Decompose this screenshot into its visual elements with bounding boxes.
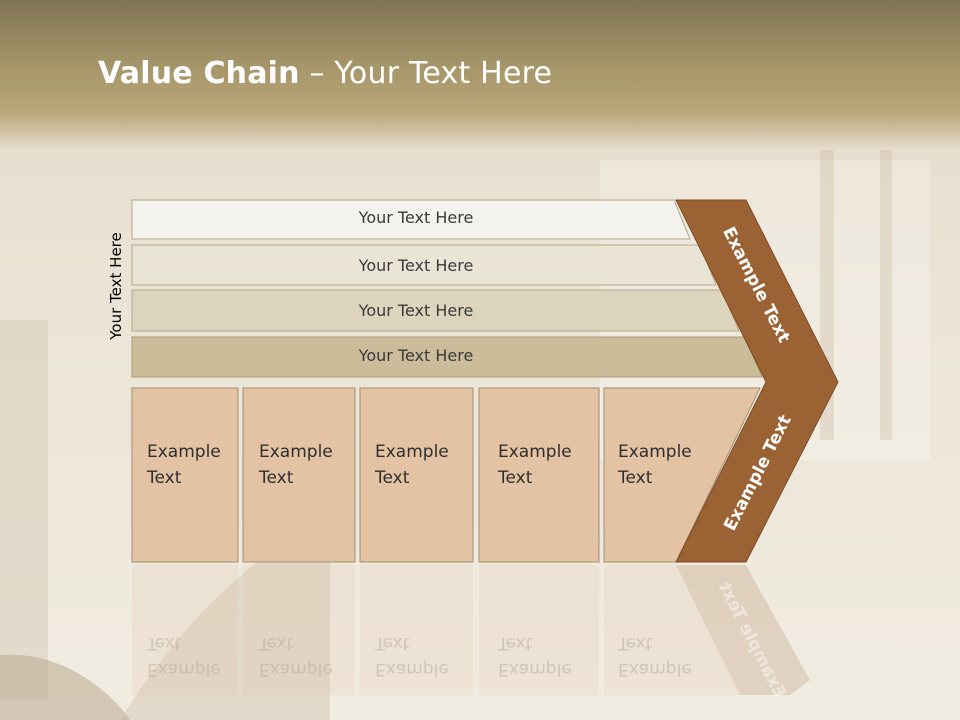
box-line-2: Text [375,468,410,488]
row-bar-3 [131,289,740,332]
box-line-1: Example [259,659,333,679]
activity-box-label: Example Text [375,439,449,491]
row-label-2: Your Text Here [358,256,474,275]
box-reflection [604,565,740,695]
reflection-group [132,565,810,695]
row-label-4: Your Text Here [358,346,474,365]
box-line-1: Example [618,659,692,679]
activity-box-label-reflection: Example Text [375,630,449,682]
row-label-3: Your Text Here [358,301,474,320]
box-line-1: Example [147,659,221,679]
box-line-2: Text [147,468,182,488]
box-line-2: Text [498,468,533,488]
title-rest: – Your Text Here [299,56,553,91]
activity-box-label: Example Text [147,439,221,491]
box-line-2: Text [375,633,410,653]
activity-box-3 [359,387,474,563]
box-line-1: Example [147,442,221,462]
slide-title: Value Chain – Your Text Here [98,56,552,91]
row-label-1: Your Text Here [358,208,474,227]
title-bold: Value Chain [98,56,300,91]
activity-box-label-reflection: Example Text [618,630,692,682]
activity-box-4 [478,387,600,563]
box-line-2: Text [147,633,182,653]
box-line-1: Example [498,659,572,679]
row-bar-1 [131,199,691,240]
box-line-2: Text [498,633,533,653]
box-line-1: Example [375,442,449,462]
box-line-1: Example [618,442,692,462]
box-line-1: Example [259,442,333,462]
box-reflection [479,565,599,695]
chevron-reflection [676,565,810,695]
activity-box-label: Example Text [259,439,333,491]
box-reflection [132,565,238,695]
box-reflection [243,565,355,695]
activity-box-1 [131,387,239,563]
box-line-2: Text [259,633,294,653]
box-line-1: Example [498,442,572,462]
box-line-2: Text [618,468,653,488]
header-band [0,0,960,150]
box-reflection [360,565,473,695]
box-line-2: Text [618,633,653,653]
box-line-1: Example [375,659,449,679]
activity-box-label: Example Text [498,439,572,491]
activity-box-label-reflection: Example Text [147,630,221,682]
row-bar-2 [131,244,717,286]
box-line-2: Text [259,468,294,488]
activity-box-label: Example Text [618,439,692,491]
row-bar-4 [131,336,763,378]
background-wall-panel [0,320,48,700]
activity-box-label-reflection: Example Text [498,630,572,682]
activity-box-2 [242,387,356,563]
activity-box-label-reflection: Example Text [259,630,333,682]
margin-chevron [675,199,839,563]
background-window-bar [880,150,892,440]
